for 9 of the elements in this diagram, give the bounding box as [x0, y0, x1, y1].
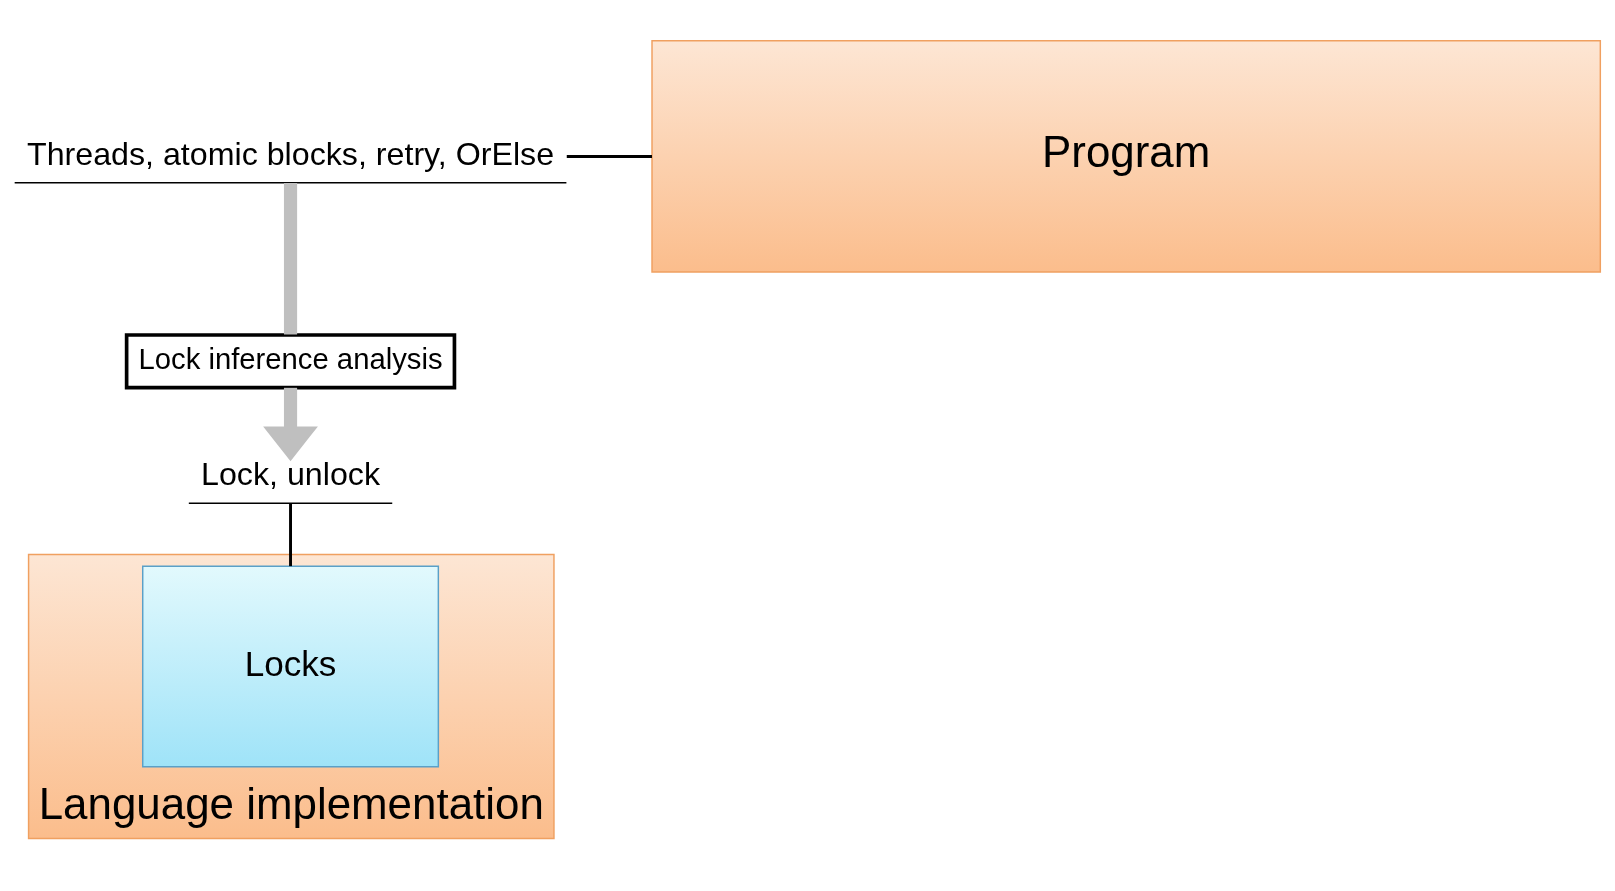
- node-box: Locks: [142, 565, 440, 768]
- node-box: Program: [651, 40, 1602, 273]
- node-text: Lock, unlock: [201, 456, 380, 493]
- connector: [289, 503, 292, 567]
- node-box: Lock inference analysis: [124, 333, 457, 390]
- arrow: [263, 387, 318, 462]
- node-text: Threads, atomic blocks, retry, OrElse: [26, 135, 555, 172]
- connector: [283, 183, 298, 335]
- connector: [566, 155, 652, 158]
